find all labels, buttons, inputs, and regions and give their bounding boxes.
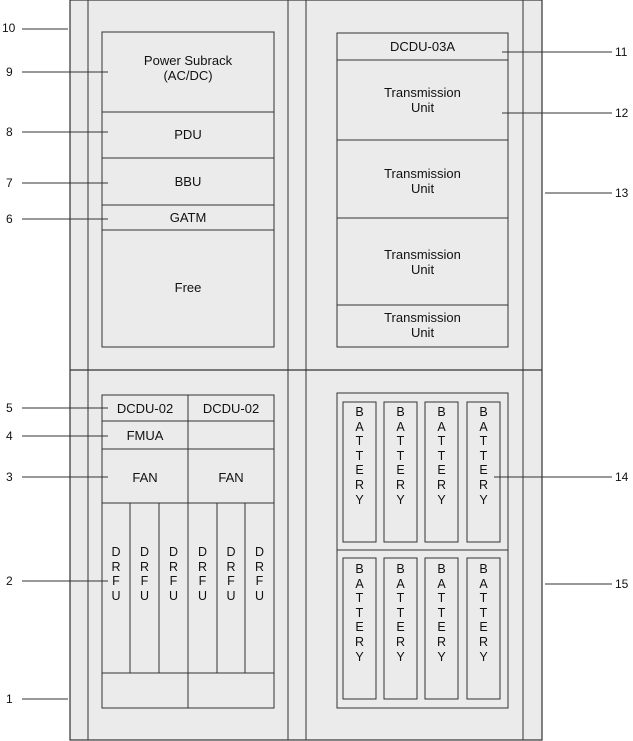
fmua-label: FMUA [126,428,164,443]
upper-left-module-stack [101,31,275,348]
battery-label: B A T T E R Y [478,405,489,507]
callout-8: 8 [6,125,13,139]
battery-label: B A T T E R Y [395,405,406,507]
callout-9: 9 [6,65,13,79]
callout-7: 7 [6,176,13,190]
free-slot-label: Free [174,280,202,295]
battery-label: B A T T E R Y [354,405,365,507]
battery-label: B A T T E R Y [436,405,447,507]
callout-1: 1 [6,692,13,706]
callout-10: 10 [2,21,16,35]
drfu-module-label: D R F U [111,545,121,603]
callout-2: 2 [6,574,13,588]
fan-right-label: FAN [218,470,244,485]
transmission-unit-label: Transmission Unit [384,166,461,196]
callout-12: 12 [615,106,629,120]
drfu-module-label: D R F U [168,545,179,603]
drfu-module-label: D R F U [254,545,265,603]
upper-right-module-stack [336,32,509,348]
callout-4: 4 [6,429,13,443]
callout-14: 14 [615,470,629,484]
transmission-unit-label: Transmission Unit [384,247,461,277]
battery-label: B A T T E R Y [436,562,447,664]
callout-6: 6 [6,212,13,226]
transmission-unit-label: Transmission Unit [384,310,461,340]
battery-label: B A T T E R Y [395,562,406,664]
bbu-label: BBU [174,174,202,189]
drfu-module-label: D R F U [197,545,208,603]
dcdu-02-left-label: DCDU-02 [116,401,174,416]
leader-lines [22,28,612,700]
fan-left-label: FAN [132,470,158,485]
callout-11: 11 [615,45,628,59]
drfu-module-label: D R F U [139,545,150,603]
dcdu-02-right-label: DCDU-02 [202,401,260,416]
lower-left-module-stack [101,394,275,709]
power-subrack-label: Power Subrack (AC/DC) [143,53,233,83]
battery-label: B A T T E R Y [478,562,489,664]
callout-15: 15 [615,577,629,591]
callout-3: 3 [6,470,13,484]
battery-label: B A T T E R Y [354,562,365,664]
lower-right-battery-stack [336,392,509,709]
transmission-unit-label: Transmission Unit [384,85,461,115]
callout-5: 5 [6,401,13,415]
callout-13: 13 [615,186,629,200]
pdu-label: PDU [174,127,202,142]
drfu-module-label: D R F U [226,545,236,603]
dcdu-03a-label: DCDU-03A [389,39,455,54]
gatm-label: GATM [169,210,207,225]
